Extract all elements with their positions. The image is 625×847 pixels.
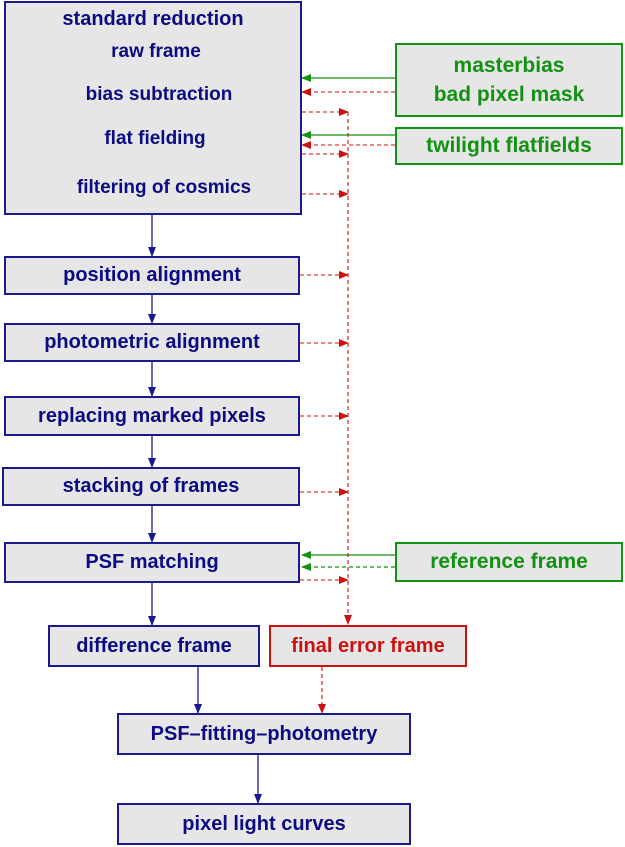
psf-fitting-photometry-label: PSF–fitting–photometry (150, 722, 378, 745)
reference-frame-label: reference frame (430, 550, 588, 573)
step-bias-subtraction: bias subtraction (85, 84, 233, 105)
step-flat-fielding: flat fielding (104, 128, 206, 149)
replacing-marked-pixels-label: replacing marked pixels (38, 404, 266, 427)
psf-fitting-photometry-box: PSF–fitting–photometry (117, 713, 411, 755)
final-error-frame-label: final error frame (291, 634, 445, 657)
psf-matching-label: PSF matching (85, 551, 219, 573)
photometric-alignment-label: photometric alignment (44, 331, 260, 353)
final-error-frame-box: final error frame (269, 625, 467, 667)
reference-frame-box: reference frame (395, 542, 623, 582)
standard-reduction-box: standard reduction (4, 1, 302, 215)
pixel-light-curves-label: pixel light curves (182, 812, 346, 835)
replacing-marked-pixels-box: replacing marked pixels (4, 396, 300, 436)
twilight-flatfields-box: twilight flatfields (395, 127, 623, 165)
twilight-flatfields-label: twilight flatfields (426, 134, 592, 157)
standard-reduction-title: standard reduction (62, 8, 244, 30)
position-alignment-label: position alignment (63, 264, 241, 286)
masterbias-badpixel-box: masterbias bad pixel mask (395, 43, 623, 117)
photometric-alignment-box: photometric alignment (4, 323, 300, 362)
pixel-light-curves-box: pixel light curves (117, 803, 411, 845)
difference-frame-box: difference frame (48, 625, 260, 667)
bad-pixel-mask-label: bad pixel mask (433, 83, 585, 106)
step-filtering-of-cosmics: filtering of cosmics (76, 177, 252, 198)
psf-matching-box: PSF matching (4, 542, 300, 583)
masterbias-label: masterbias (453, 54, 565, 77)
difference-frame-label: difference frame (76, 634, 232, 657)
position-alignment-box: position alignment (4, 256, 300, 295)
stacking-of-frames-label: stacking of frames (62, 475, 240, 497)
stacking-of-frames-box: stacking of frames (2, 467, 300, 506)
step-raw-frame: raw frame (111, 41, 201, 62)
